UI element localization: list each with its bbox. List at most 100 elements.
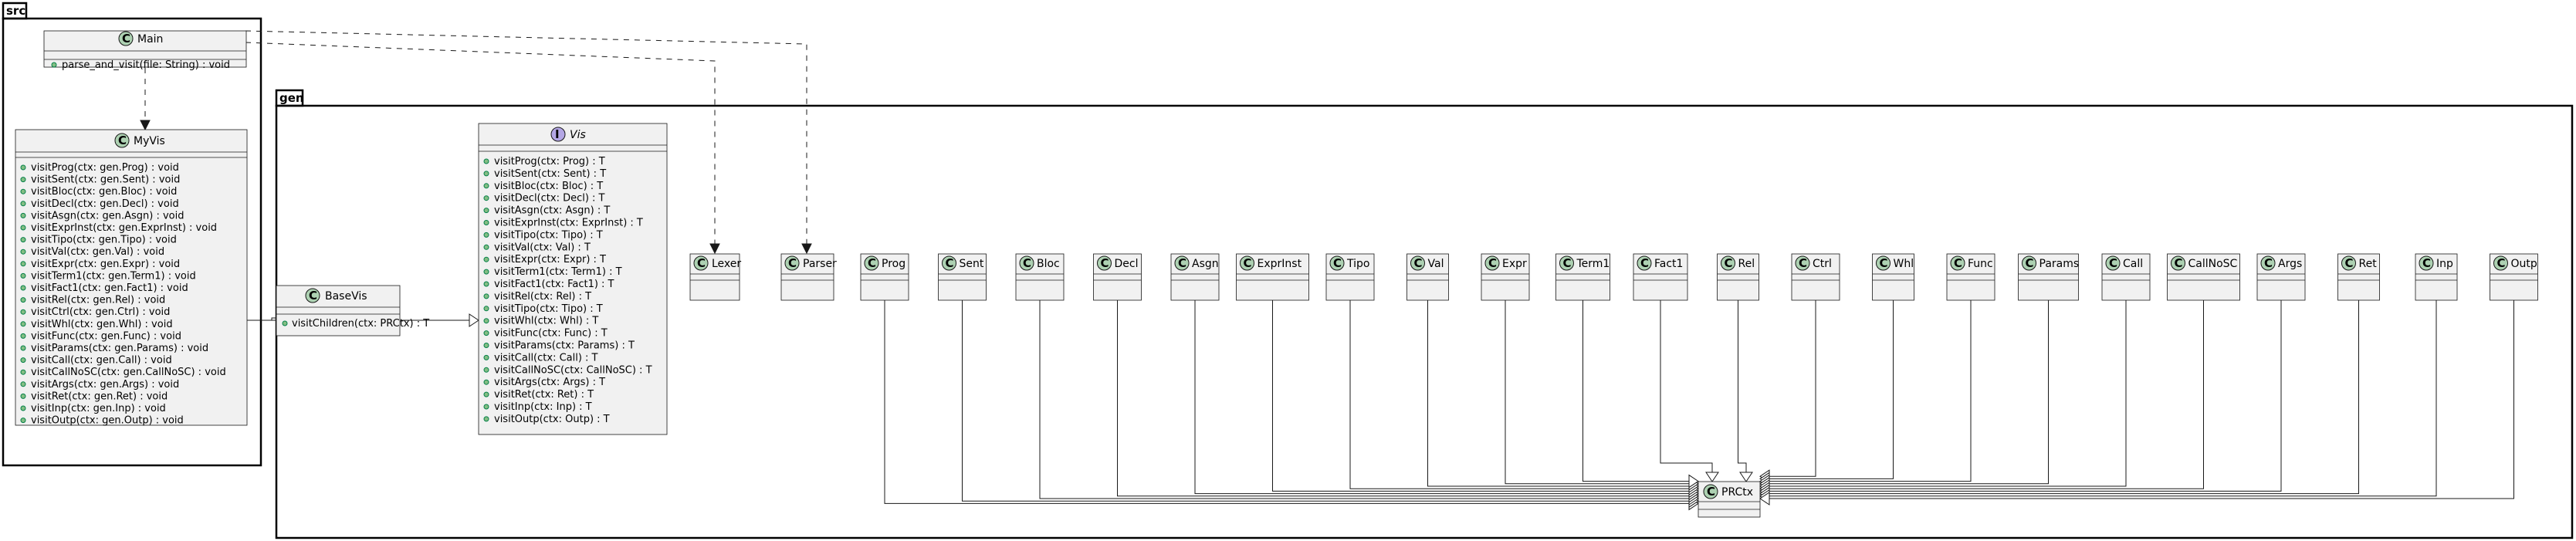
class-inp-name: Inp	[2436, 258, 2453, 270]
generalization-edge	[1505, 300, 1689, 485]
class-badge-letter: C	[1954, 256, 1962, 270]
class-tipo-name: Tipo	[1346, 258, 1369, 270]
class-expr-name: Expr	[1502, 258, 1527, 270]
public-visibility-icon	[483, 391, 489, 397]
public-visibility-icon	[483, 256, 489, 262]
class-badge-icon	[1876, 255, 1891, 271]
generalization-edge	[1769, 300, 2049, 485]
package-gen-label: gen	[279, 91, 304, 105]
class-myvis-member: visitTerm1(ctx: gen.Term1) : void	[31, 270, 196, 282]
class-badge-icon	[2105, 255, 2121, 271]
class-val: C Val	[1406, 253, 1449, 301]
class-badge-icon	[1240, 255, 1254, 271]
public-visibility-icon	[483, 404, 489, 410]
public-visibility-icon	[282, 320, 288, 326]
generalization-edge	[1769, 300, 1972, 482]
generalization-edge	[1660, 300, 1713, 472]
class-lexer: C Lexer	[689, 253, 741, 301]
interface-vis-member: visitFact1(ctx: Fact1) : T	[494, 279, 614, 290]
generalization-edge	[1272, 300, 1689, 492]
public-visibility-icon	[20, 164, 26, 171]
class-prctx-name: PRCtx	[1721, 486, 1753, 499]
class-badge-letter: C	[1023, 256, 1031, 270]
interface-vis-member: visitVal(ctx: Val) : T	[494, 242, 591, 253]
class-badge-icon	[1795, 255, 1810, 271]
interface-vis-member: visitTipo(ctx: Tipo) : T	[494, 303, 603, 315]
class-func-name: Func	[1968, 258, 1993, 270]
interface-vis-member: visitInp(ctx: Inp) : T	[494, 401, 592, 413]
public-visibility-icon	[483, 269, 489, 275]
class-myvis-member: visitExprInst(ctx: gen.ExprInst) : void	[31, 222, 217, 234]
generalization-edge	[1769, 300, 2127, 487]
class-myvis-member: visitProg(ctx: gen.Prog) : void	[31, 162, 179, 174]
public-visibility-icon	[20, 345, 26, 351]
class-rel-name: Rel	[1738, 258, 1755, 270]
class-badge-icon	[1637, 255, 1652, 271]
interface-badge-letter: I	[555, 127, 560, 141]
generalization-edge	[1117, 300, 1689, 497]
class-badge-letter: C	[1799, 256, 1807, 270]
class-myvis-member: visitArgs(ctx: gen.Args) : void	[31, 379, 179, 391]
generalization-edge	[1769, 300, 2282, 492]
class-ret-name: Ret	[2359, 258, 2378, 270]
class-myvis-member: visitVal(ctx: gen.Val) : void	[31, 246, 164, 258]
generalization-edge	[962, 300, 1689, 502]
generalization-edge	[1427, 300, 1689, 487]
class-myvis-members: visitProg(ctx: gen.Prog) : voidvisitSent…	[20, 162, 226, 427]
generalization-edge	[1349, 300, 1689, 489]
class-badge-icon	[2419, 255, 2434, 271]
class-whl-name: Whl	[1894, 258, 1914, 270]
class-ctrl: C Ctrl	[1791, 253, 1840, 301]
class-myvis-member: visitFact1(ctx: gen.Fact1) : void	[31, 282, 188, 294]
interface-badge-icon	[550, 127, 566, 142]
class-ctrl-name: Ctrl	[1813, 258, 1832, 270]
public-visibility-icon	[20, 333, 26, 339]
class-parser-name: Parser	[803, 258, 837, 270]
class-badge-icon	[2493, 255, 2508, 271]
class-badge-letter: C	[2497, 256, 2506, 270]
public-visibility-icon	[20, 237, 26, 243]
interface-vis-member: visitDecl(ctx: Decl) : T	[494, 193, 605, 205]
public-visibility-icon	[483, 318, 489, 324]
generalization-arrowhead	[1705, 472, 1719, 482]
public-visibility-icon	[483, 416, 489, 422]
class-badge-icon	[2022, 255, 2036, 271]
class-badge-icon	[1174, 255, 1190, 271]
generalization-edge	[1769, 300, 2359, 495]
public-visibility-icon	[483, 232, 489, 238]
class-badge-icon	[784, 255, 800, 271]
class-outp-name: Outp	[2511, 258, 2537, 270]
class-badge-letter: C	[2264, 256, 2273, 270]
public-visibility-icon	[483, 306, 489, 312]
generalization-arrowhead	[1739, 472, 1753, 482]
class-val-name: Val	[1428, 258, 1444, 270]
class-badge-icon	[118, 31, 134, 46]
class-badge-letter: C	[2175, 256, 2183, 270]
interface-vis-member: visitBloc(ctx: Bloc) : T	[494, 181, 603, 192]
class-main-name: Main	[137, 33, 163, 46]
class-badge-icon	[1721, 255, 1735, 271]
class-badge-letter: C	[1640, 256, 1649, 270]
class-badge-letter: C	[1414, 256, 1423, 270]
class-myvis-member: visitRet(ctx: gen.Ret) : void	[31, 391, 168, 402]
interface-vis-member: visitParams(ctx: Params) : T	[494, 340, 635, 352]
class-call-name: Call	[2123, 258, 2143, 270]
public-visibility-icon	[20, 249, 26, 255]
public-visibility-icon	[483, 183, 489, 189]
interface-vis-member: visitSent(ctx: Sent) : T	[494, 168, 606, 180]
interface-vis-member: visitArgs(ctx: Args) : T	[494, 377, 605, 388]
class-badge-icon	[1484, 255, 1500, 271]
class-badge-letter: C	[946, 256, 954, 270]
interface-vis-member: visitTipo(ctx: Tipo) : T	[494, 229, 603, 241]
public-visibility-icon	[483, 220, 489, 225]
public-visibility-icon	[51, 62, 57, 68]
public-visibility-icon	[483, 244, 489, 250]
interface-vis-member: visitRet(ctx: Ret) : T	[494, 389, 594, 401]
